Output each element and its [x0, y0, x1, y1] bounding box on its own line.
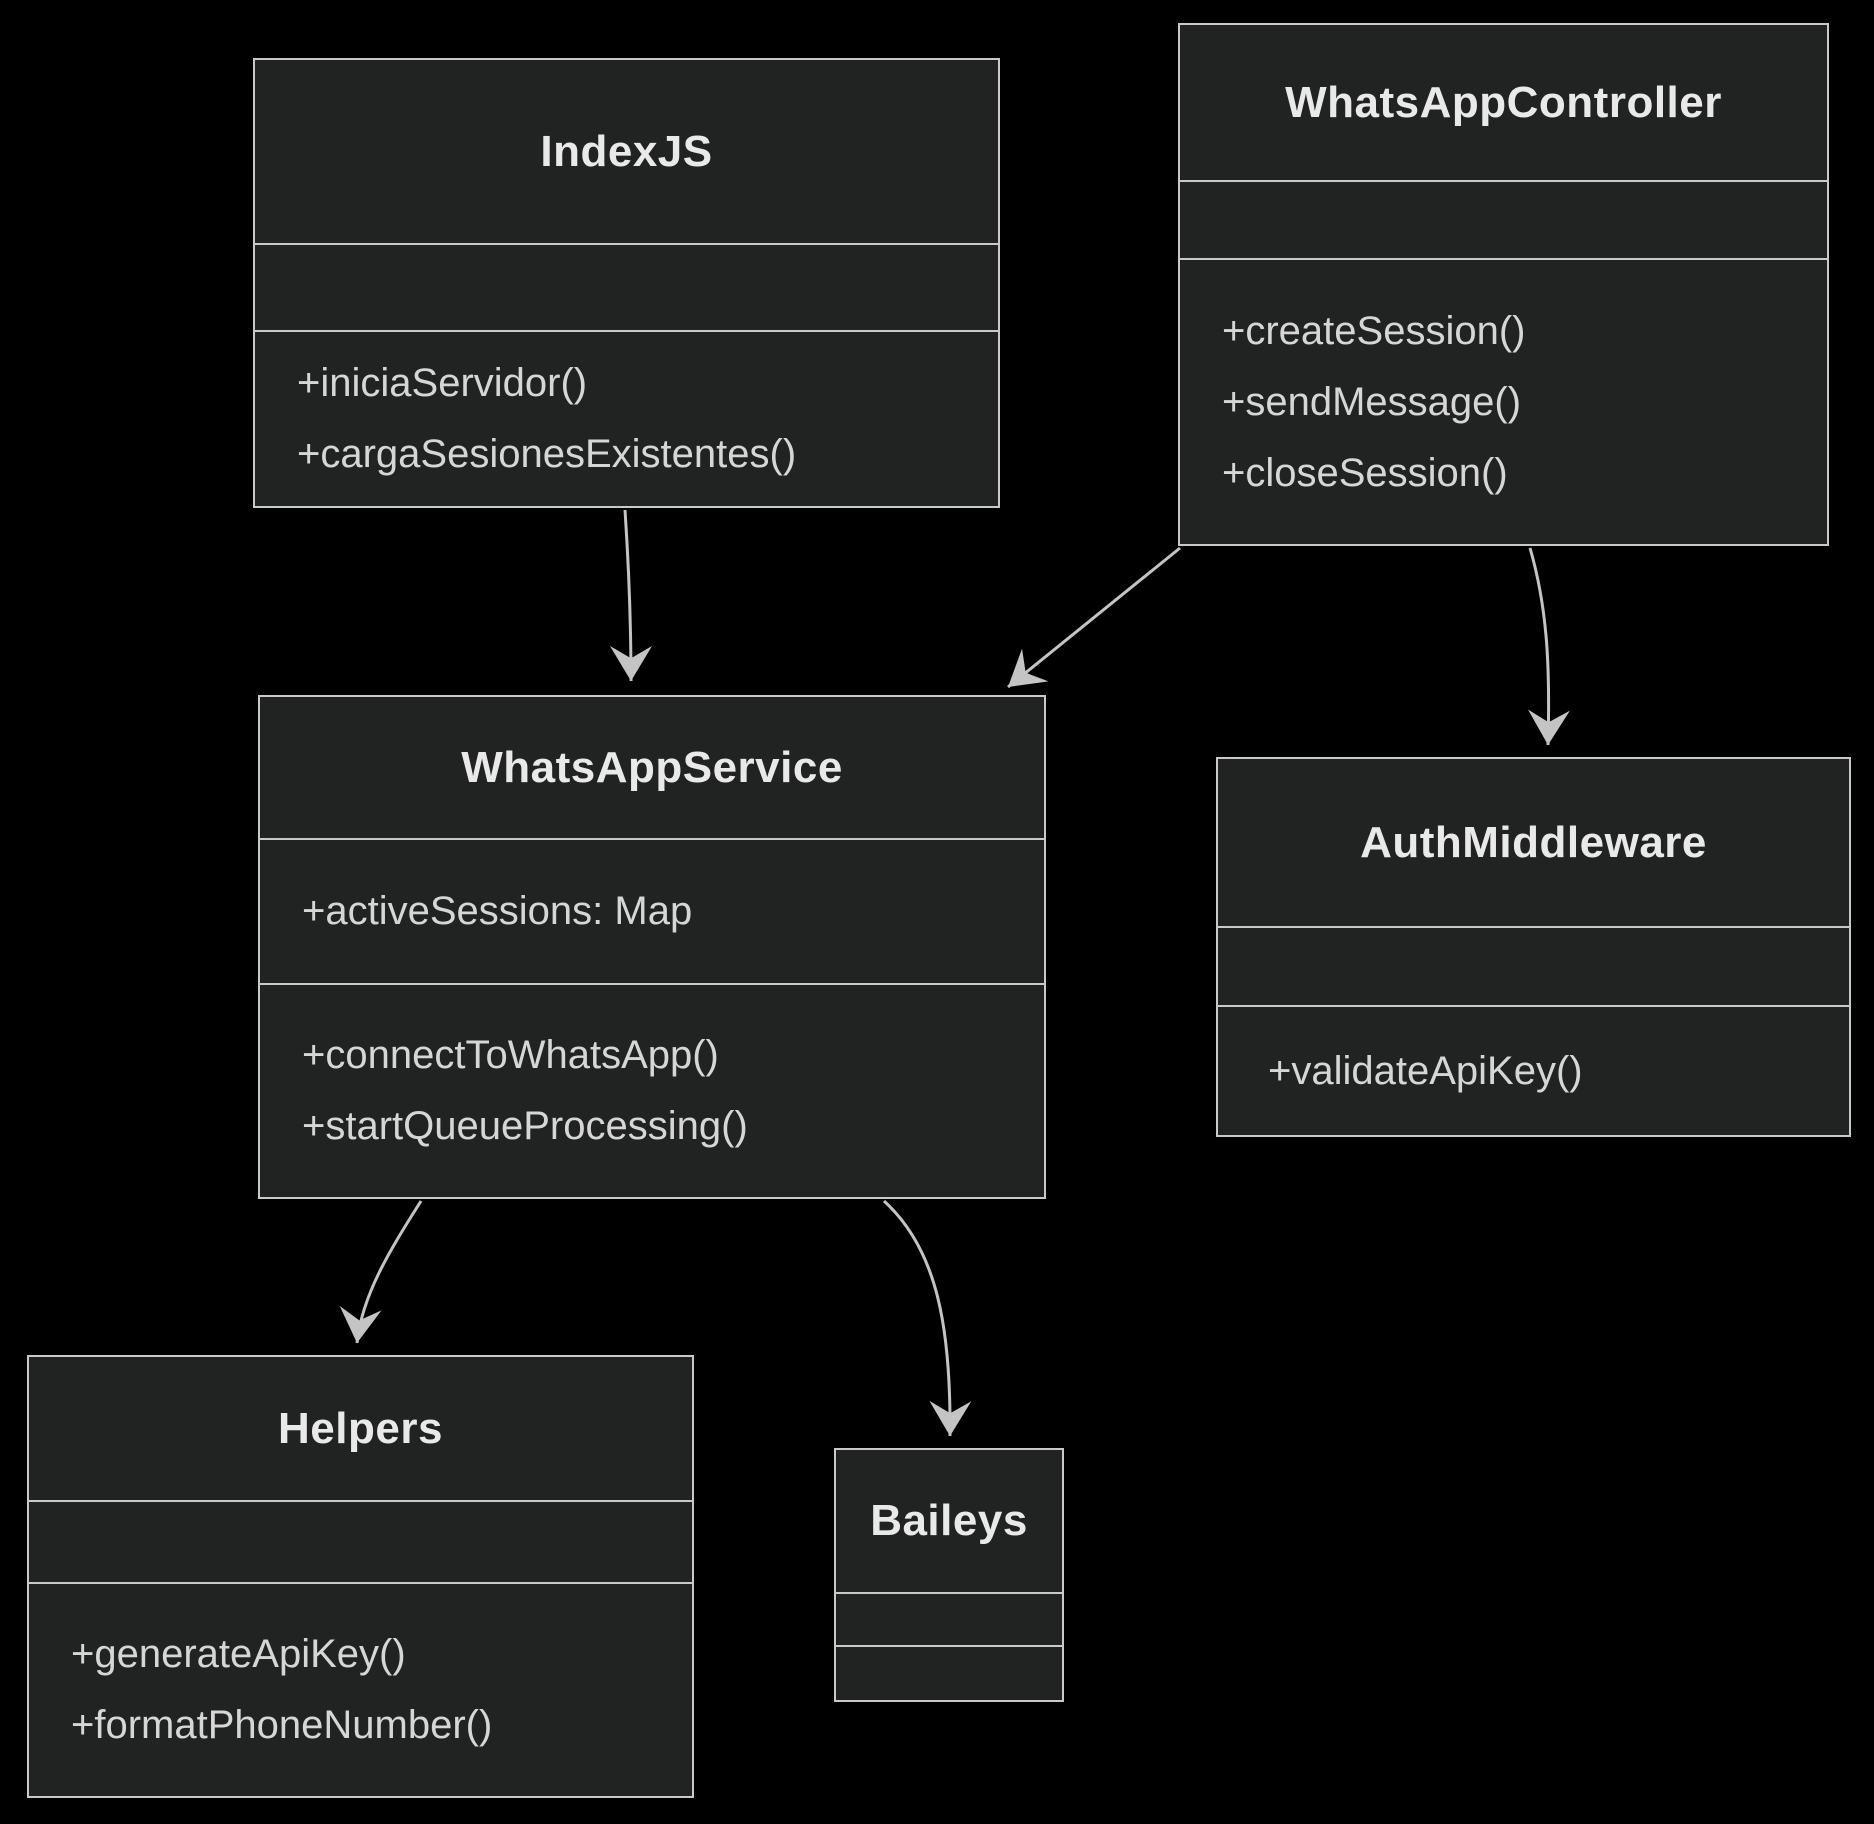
- class-title: WhatsAppService: [461, 742, 843, 792]
- edge-service-to-helpers: [339, 1200, 423, 1344]
- class-title: AuthMiddleware: [1360, 817, 1707, 867]
- attributes-section: [1180, 180, 1827, 258]
- edge-controller-to-service: [1007, 546, 1181, 689]
- methods-section: +generateApiKey() +formatPhoneNumber(): [29, 1582, 692, 1796]
- attributes-section: [255, 243, 998, 330]
- methods-section: +createSession() +sendMessage() +closeSe…: [1180, 258, 1827, 544]
- method-label: +sendMessage(): [1222, 379, 1522, 424]
- method-label: +formatPhoneNumber(): [71, 1703, 493, 1747]
- attributes-section: [29, 1500, 692, 1582]
- methods-section: +validateApiKey(): [1218, 1005, 1849, 1135]
- attribute-label: +activeSessions: Map: [302, 889, 693, 933]
- class-box-indexjs: IndexJS +iniciaServidor() +cargaSesiones…: [253, 58, 1000, 508]
- method-label: +iniciaServidor(): [297, 361, 588, 405]
- attributes-section: +activeSessions: Map: [260, 838, 1044, 983]
- class-box-authmiddleware: AuthMiddleware +validateApiKey(): [1216, 757, 1851, 1137]
- edge-service-to-baileys: [882, 1199, 972, 1437]
- methods-section: +iniciaServidor() +cargaSesionesExistent…: [255, 330, 998, 506]
- edge-indexjs-to-service: [609, 509, 652, 682]
- class-title: IndexJS: [540, 126, 713, 176]
- attributes-section: [836, 1592, 1062, 1645]
- class-box-baileys: Baileys: [834, 1448, 1064, 1702]
- attributes-section: [1218, 926, 1849, 1005]
- class-title: WhatsAppController: [1285, 77, 1722, 127]
- methods-section: +connectToWhatsApp() +startQueueProcessi…: [260, 983, 1044, 1197]
- method-label: +createSession(): [1222, 308, 1526, 353]
- methods-section: [836, 1645, 1062, 1700]
- method-label: +cargaSesionesExistentes(): [297, 432, 797, 476]
- class-title: Baileys: [870, 1496, 1028, 1545]
- method-label: +closeSession(): [1222, 450, 1508, 495]
- edge-controller-to-auth: [1527, 547, 1570, 746]
- class-box-helpers: Helpers +generateApiKey() +formatPhoneNu…: [27, 1355, 694, 1798]
- class-box-whatsappcontroller: WhatsAppController +createSession() +sen…: [1178, 23, 1829, 546]
- class-box-whatsappservice: WhatsAppService +activeSessions: Map +co…: [258, 695, 1046, 1199]
- method-label: +validateApiKey(): [1268, 1048, 1583, 1093]
- method-label: +generateApiKey(): [71, 1632, 406, 1676]
- class-title: Helpers: [278, 1403, 443, 1453]
- method-label: +connectToWhatsApp(): [302, 1033, 719, 1077]
- method-label: +startQueueProcessing(): [302, 1104, 748, 1148]
